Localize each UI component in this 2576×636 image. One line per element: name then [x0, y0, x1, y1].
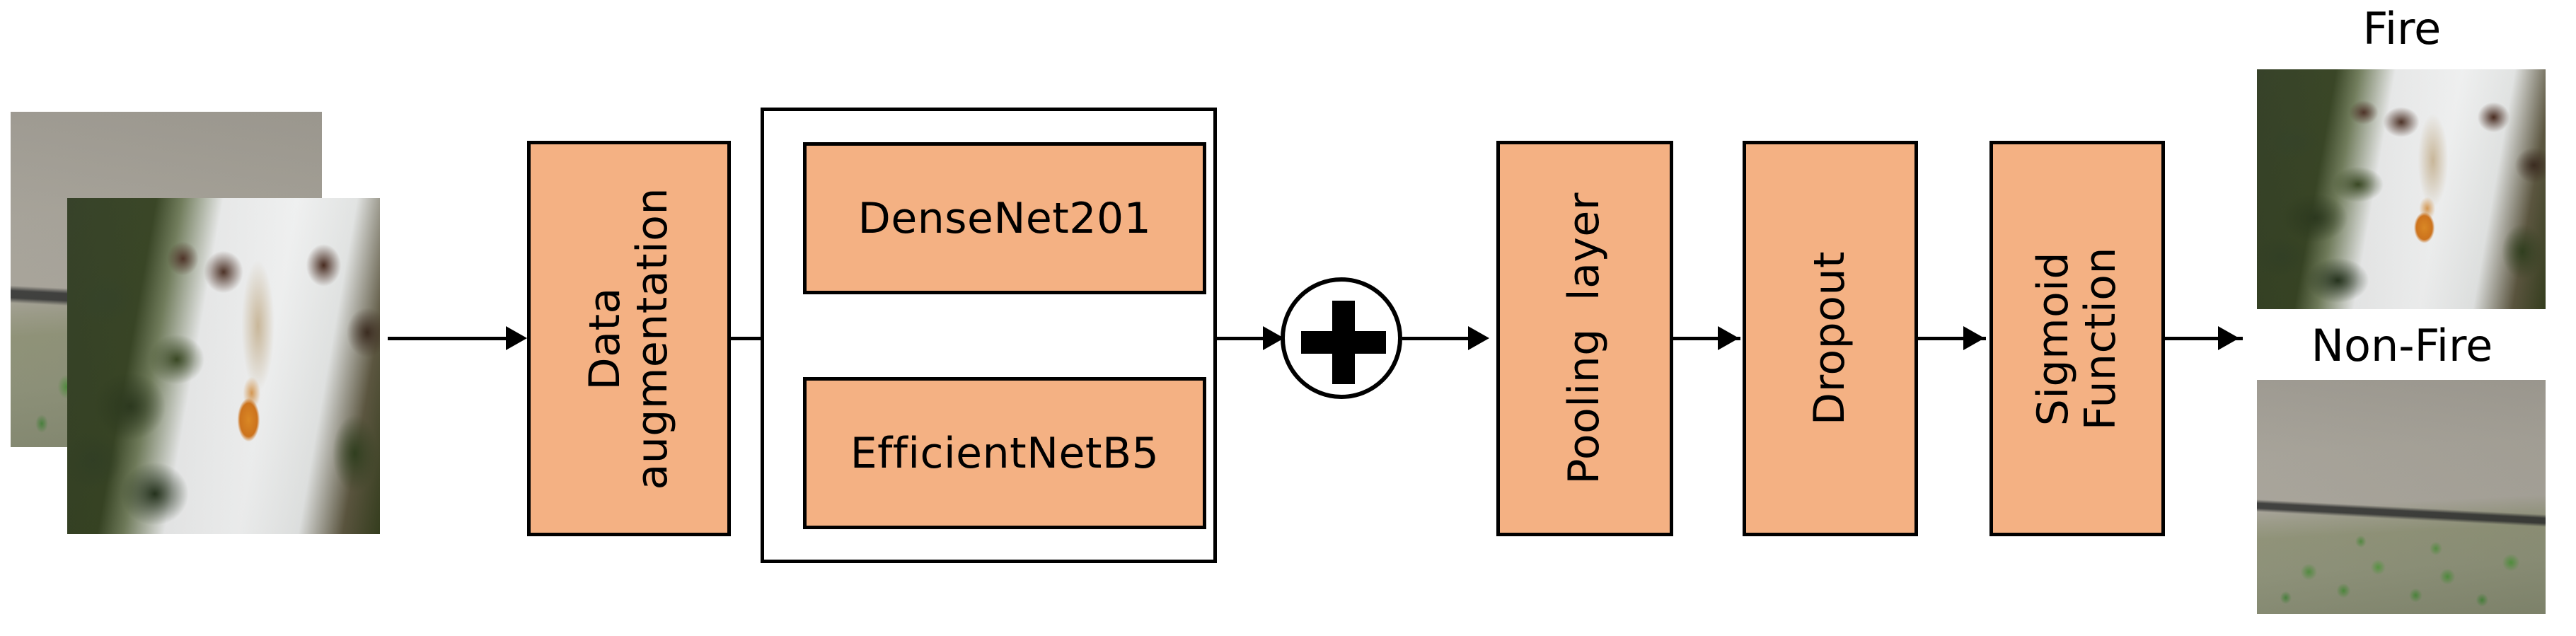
output-image-non-fire [2257, 380, 2546, 614]
output-label-fire: Fire [2362, 3, 2442, 54]
backbone-box-densenet201[interactable]: DenseNet201 [803, 142, 1206, 294]
arrow-head-icon [1963, 326, 1985, 350]
backbone-label-efficientnetb5: EfficientNetB5 [850, 428, 1160, 478]
backbone-box-efficientnetb5[interactable]: EfficientNetB5 [803, 377, 1206, 529]
stage-label-data-augmentation: Data augmentation [579, 187, 677, 490]
outputs-panel: Fire Non-Fire [2257, 0, 2547, 636]
stage-label-pooling-layer: Pooling layer [1559, 192, 1610, 485]
stage-box-dropout[interactable]: Dropout [1743, 141, 1918, 536]
arrow-head-icon [506, 326, 527, 350]
backbone-group-container: DenseNet201 EfficientNetB5 [761, 108, 1217, 563]
stage-label-dropout: Dropout [1805, 251, 1855, 426]
stage-label-sigmoid-function: Sigmoid Function [2028, 246, 2125, 431]
arrow-shaft [1402, 337, 1486, 340]
output-image-fire [2257, 69, 2546, 309]
output-label-non-fire: Non-Fire [2311, 320, 2493, 371]
fusion-node-concat-add[interactable] [1281, 277, 1402, 399]
stage-box-sigmoid-function[interactable]: Sigmoid Function [1989, 141, 2165, 536]
arrow-shaft [388, 337, 509, 340]
arrow-shaft [1673, 337, 1740, 340]
plus-icon-horizontal-bar [1301, 331, 1386, 354]
arrow-head-icon [1468, 326, 1489, 350]
stage-box-data-augmentation[interactable]: Data augmentation [527, 141, 731, 536]
arrow-head-icon [1718, 326, 1739, 350]
arrow-shaft [731, 337, 775, 340]
arrow-head-icon [2218, 326, 2239, 350]
arrow-shaft [2165, 337, 2243, 340]
input-front-image [67, 198, 380, 534]
arrow-shaft [1217, 337, 1295, 340]
stage-box-pooling-layer[interactable]: Pooling layer [1496, 141, 1673, 536]
arrow-shaft [1918, 337, 1986, 340]
backbone-label-densenet201: DenseNet201 [857, 193, 1152, 243]
